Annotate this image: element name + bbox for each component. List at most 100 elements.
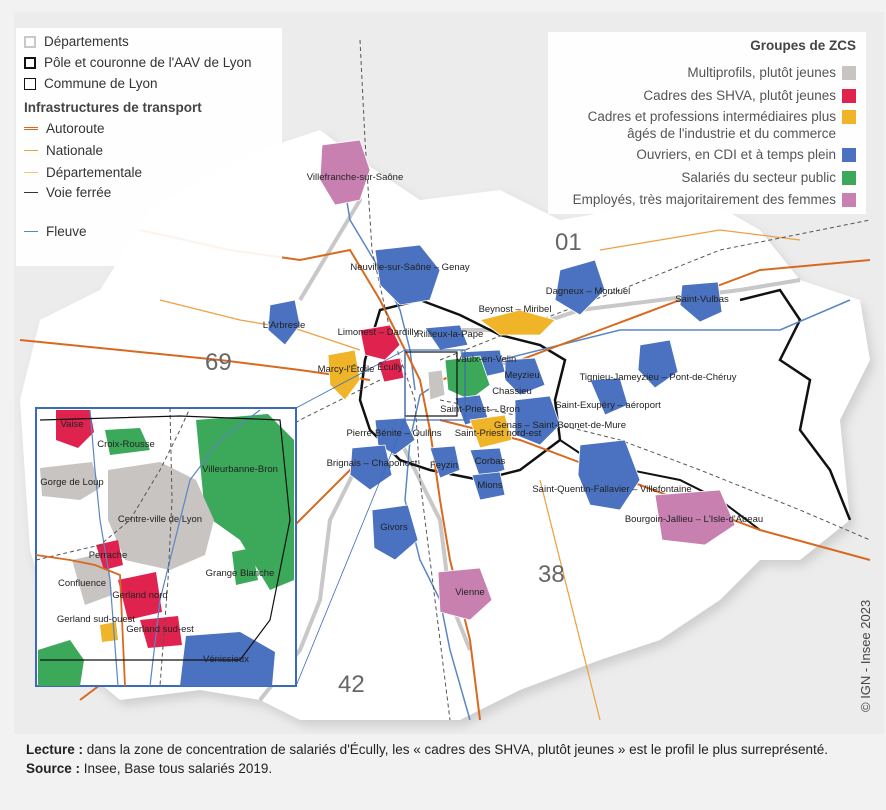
legend-fleuve-swatch (24, 231, 38, 232)
legend-group-item: Salariés du secteur public (681, 169, 856, 186)
department-label-38: 38 (538, 561, 565, 588)
inset-label: Gerland sud-ouest (57, 614, 136, 625)
place-label: Pierre-Bénite – Oullins (346, 428, 441, 439)
zone-arbresle (267, 299, 301, 346)
zone-lyon-centre (427, 369, 446, 401)
zone-tignieu (637, 339, 679, 389)
department-boundary (398, 439, 472, 651)
inset-zone-gerland-se (140, 616, 182, 648)
legend-left: Départements Pôle et couronne de l'AAV d… (16, 28, 282, 266)
place-label: Limonest – Dardilly (338, 327, 419, 338)
lecture-text: dans la zone de concentration de salarié… (83, 742, 829, 757)
legend-group-swatch (842, 192, 856, 207)
place-label: Givors (380, 522, 408, 533)
legend-pole-label: Pôle et couronne de l'AAV de Lyon (44, 55, 252, 70)
place-label: Mions (477, 480, 503, 491)
inset-zone-gerland-so (100, 622, 118, 642)
legend-nationale: Nationale (24, 143, 103, 158)
inset-label: Vaise (60, 419, 83, 430)
legend-group-item: Employés, très majoritairement des femme… (573, 191, 856, 208)
inset-railway (159, 407, 173, 687)
legend-commune: Commune de Lyon (24, 76, 158, 91)
zone-vienne (437, 567, 493, 621)
legend-fleuve-label: Fleuve (46, 224, 87, 239)
legend-nationale-label: Nationale (46, 143, 104, 158)
zone-marcy (327, 349, 361, 401)
zone-st-exupery (589, 377, 629, 416)
zone-brignais (349, 444, 393, 491)
legend-voie-ferree: Voie ferrée (24, 185, 111, 200)
legend-departementale-label: Départementale (46, 165, 143, 180)
inset-label: Vénissieux (203, 654, 249, 665)
legend-pole: Pôle et couronne de l'AAV de Lyon (24, 55, 251, 70)
inset-connector (295, 419, 406, 687)
place-label: Saint-Priest nord-est (455, 428, 542, 439)
place-label: Saint-Vulbas (675, 294, 729, 305)
highway (19, 339, 371, 381)
inset-river-rhone (149, 409, 261, 687)
national-road (539, 479, 601, 721)
legend-departements-label: Départements (44, 34, 129, 49)
legend-infra-title: Infrastructures de transport (24, 100, 202, 115)
national-road (599, 229, 801, 251)
lecture-note: Lecture : dans la zone de concentration … (26, 740, 876, 759)
legend-group-swatch (842, 65, 856, 80)
legend-group-swatch (842, 147, 856, 162)
place-label: Neuville-sur-Saône – Genay (350, 262, 470, 273)
zone-feyzin (429, 445, 461, 479)
legend-group-label: Cadres et professions intermédiaires plu… (587, 109, 836, 141)
zone-limonest (359, 324, 401, 361)
department-label-69: 69 (205, 349, 232, 376)
legend-group-swatch (842, 110, 856, 124)
legend-departements: Départements (24, 34, 129, 49)
inset-zone-villeurbanne (196, 414, 294, 590)
zone-beynost (479, 309, 556, 336)
inset-railway (35, 407, 191, 561)
aav-outer-boundary (739, 288, 852, 521)
legend-departementale-swatch (24, 172, 38, 173)
inset-label: Confluence (58, 578, 106, 589)
legend-group-swatch (842, 88, 856, 103)
inset-label: Villeurbanne-Bron (202, 464, 278, 475)
place-label: L'Arbresle (263, 320, 305, 331)
source-label: Source : (26, 761, 81, 776)
copyright: © IGN - Insee 2023 (858, 599, 873, 712)
legend-autoroute-label: Autoroute (46, 121, 105, 136)
inset-label: Gerland sud-est (126, 624, 194, 635)
inset-commune-boundary (39, 415, 291, 661)
legend-departementale: Départementale (24, 165, 142, 180)
inset-map: Vaise Croix-Rousse Villeurbanne-Bron Gor… (35, 407, 297, 687)
place-label: Rillieux-la-Pape (417, 329, 484, 340)
zone-genas (514, 395, 561, 446)
legend-commune-swatch (24, 77, 36, 90)
inset-zone-croix-rousse (105, 428, 150, 455)
place-label: Tignieu-Jameyzieu – Pont-de-Chéruy (579, 372, 736, 383)
legend-group-label: Salariés du secteur public (681, 170, 836, 185)
legend-right: Groupes de ZCS Multiprofils, plutôt jeun… (548, 32, 866, 214)
source-text: Insee, Base tous salariés 2019. (80, 761, 273, 776)
zone-rillieux (424, 324, 469, 351)
legend-autoroute-swatch (24, 127, 38, 130)
legend-group-label: Employés, très majoritairement des femme… (572, 192, 836, 207)
place-label: Saint-Priest – Bron (440, 404, 520, 415)
legend-group-label: Cadres des SHVA, plutôt jeunes (643, 88, 836, 103)
zone-saint-vulbas (679, 281, 723, 323)
place-label: Villefranche-sur-Saône (307, 172, 403, 183)
inset-zone-public-sw (38, 640, 84, 686)
place-label: Vaulx-en-Velin (456, 354, 517, 365)
legend-fleuve: Fleuve (24, 224, 87, 239)
inset-label: Gorge de Loup (40, 477, 103, 488)
legend-group-item: Ouvriers, en CDI et à temps plein (636, 146, 856, 163)
place-label: Genas – Saint-Bonnet-de-Mure (494, 420, 626, 431)
pole-boundary (358, 298, 567, 482)
inset-label: Gerland nord (112, 590, 167, 601)
zone-meyzieu (504, 357, 546, 396)
place-label: Corbas (475, 456, 506, 467)
inset-river-saone (89, 409, 119, 687)
legend-group-item: Cadres et professions intermédiaires plu… (556, 108, 856, 142)
inset-zone-confluence (72, 552, 112, 605)
source-note: Source : Insee, Base tous salariés 2019. (26, 759, 876, 778)
place-label: Vienne (455, 587, 484, 598)
place-label: Saint-Exupéry – aéroport (555, 400, 661, 411)
